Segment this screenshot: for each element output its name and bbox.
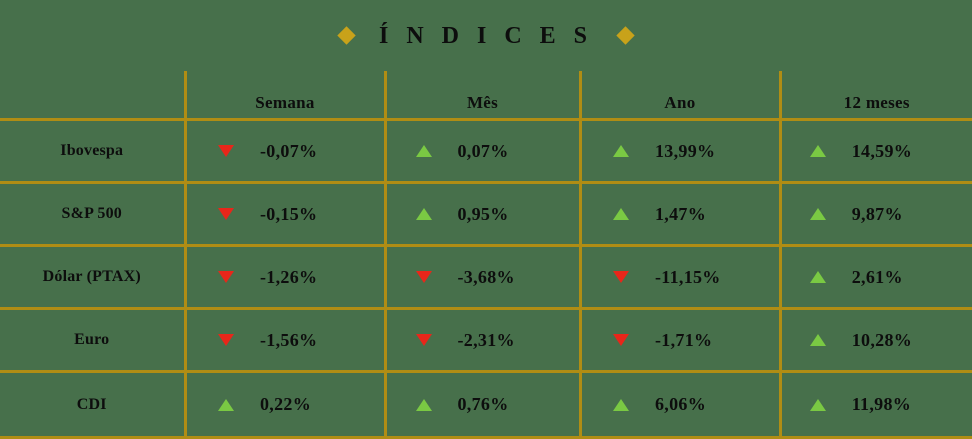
trend-up-icon [416,145,432,157]
trend-down-icon [218,334,234,346]
row-label: S&P 500 [0,205,184,223]
cell-value: -1,71% [655,330,741,351]
trend-up-icon [810,208,826,220]
cell-value: 13,99% [655,141,741,162]
trend-up-icon [416,208,432,220]
cell-value: -2,31% [458,330,544,351]
row-label: CDI [0,396,184,414]
row-label-cell: Dólar (PTAX) [0,246,185,309]
table-cell: 13,99% [580,120,780,183]
cell-value: 0,22% [260,394,346,415]
table-row: CDI 0,22% 0,76% [0,372,972,438]
trend-down-icon [218,145,234,157]
cell-value: -11,15% [655,267,741,288]
row-label-cell: Euro [0,309,185,372]
trend-down-icon [416,334,432,346]
table-cell: 0,76% [385,372,580,438]
table-cell: 11,98% [780,372,972,438]
cell-value: 6,06% [655,394,741,415]
table-cell: 0,95% [385,183,580,246]
cell-value: 11,98% [852,394,938,415]
cell-value: -0,15% [260,204,346,225]
row-label: Ibovespa [0,142,184,160]
trend-down-icon [218,271,234,283]
row-label-cell: S&P 500 [0,183,185,246]
column-header-label: Semana [187,77,384,113]
cell-value: 10,28% [852,330,938,351]
table-cell: -1,56% [185,309,385,372]
table-cell: 0,07% [385,120,580,183]
table-cell: 6,06% [580,372,780,438]
header-row: Semana Mês Ano 12 meses [0,71,972,120]
trend-up-icon [613,145,629,157]
trend-up-icon [810,399,826,411]
trend-up-icon [810,334,826,346]
trend-down-icon [613,271,629,283]
table-cell: -1,26% [185,246,385,309]
cell-value: -1,56% [260,330,346,351]
table-cell: -2,31% [385,309,580,372]
table-cell: -11,15% [580,246,780,309]
trend-up-icon [810,271,826,283]
table-cell: -0,15% [185,183,385,246]
indices-table: Semana Mês Ano 12 meses Ibovespa [0,71,972,439]
column-header-label: 12 meses [782,77,972,113]
cell-value: -3,68% [458,267,544,288]
column-header-corner [0,71,185,120]
column-header-semana: Semana [185,71,385,120]
table-row: Dólar (PTAX) -1,26% -3,68% [0,246,972,309]
row-label-cell: CDI [0,372,185,438]
diamond-left-icon [337,26,355,44]
cell-value: 9,87% [852,204,938,225]
row-label: Euro [0,331,184,349]
cell-value: -0,07% [260,141,346,162]
trend-down-icon [218,208,234,220]
indices-board: Í N D I C E S Semana Mês Ano 12 meses [0,0,972,421]
table-body: Ibovespa -0,07% 0,07% [0,120,972,438]
table-cell: -1,71% [580,309,780,372]
table-cell: 2,61% [780,246,972,309]
trend-up-icon [613,208,629,220]
trend-up-icon [416,399,432,411]
cell-value: 14,59% [852,141,938,162]
table-cell: 14,59% [780,120,972,183]
column-header-label: Ano [582,77,779,113]
trend-down-icon [416,271,432,283]
row-label-cell: Ibovespa [0,120,185,183]
trend-up-icon [613,399,629,411]
page-title-bar: Í N D I C E S [0,0,972,71]
cell-value: 0,76% [458,394,544,415]
table-cell: 9,87% [780,183,972,246]
table-header: Semana Mês Ano 12 meses [0,71,972,120]
page-title: Í N D I C E S [379,24,593,48]
cell-value: 0,07% [458,141,544,162]
cell-value: 2,61% [852,267,938,288]
column-header-ano: Ano [580,71,780,120]
cell-value: -1,26% [260,267,346,288]
table-row: Euro -1,56% -2,31% [0,309,972,372]
trend-up-icon [218,399,234,411]
cell-value: 1,47% [655,204,741,225]
table-cell: -0,07% [185,120,385,183]
trend-down-icon [613,334,629,346]
row-label: Dólar (PTAX) [0,268,184,286]
diamond-right-icon [616,26,634,44]
column-header-label: Mês [387,77,579,113]
table-cell: 1,47% [580,183,780,246]
table-cell: 10,28% [780,309,972,372]
table-cell: 0,22% [185,372,385,438]
column-header-12-meses: 12 meses [780,71,972,120]
trend-up-icon [810,145,826,157]
table-cell: -3,68% [385,246,580,309]
cell-value: 0,95% [458,204,544,225]
column-header-mes: Mês [385,71,580,120]
table-row: S&P 500 -0,15% 0,95% [0,183,972,246]
table-row: Ibovespa -0,07% 0,07% [0,120,972,183]
